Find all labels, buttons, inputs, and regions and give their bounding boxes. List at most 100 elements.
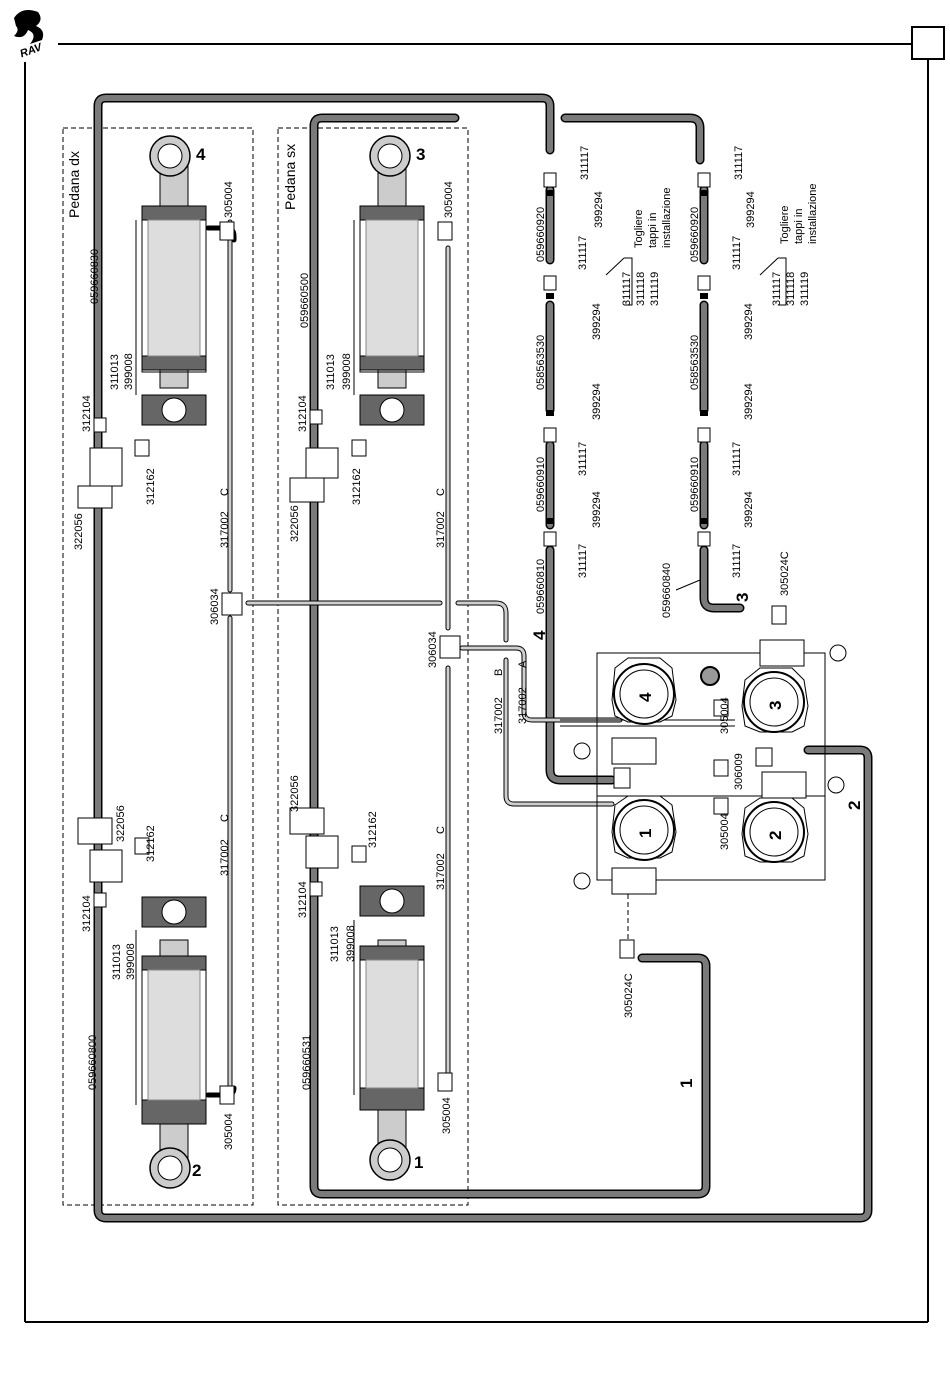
svg-text:311118: 311118 — [635, 272, 647, 306]
svg-text:312104: 312104 — [81, 395, 93, 432]
svg-text:311117: 311117 — [621, 272, 633, 306]
hose-2-number: 2 — [845, 801, 864, 810]
svg-text:399294: 399294 — [593, 191, 605, 228]
pump-4-number: 4 — [636, 692, 655, 702]
svg-text:312162: 312162 — [351, 468, 363, 505]
tube-317002-a — [460, 646, 622, 722]
svg-text:312104: 312104 — [297, 881, 309, 918]
svg-text:399008: 399008 — [341, 353, 353, 390]
plug-bracket-right — [778, 257, 787, 306]
svg-text:311118: 311118 — [785, 272, 797, 306]
svg-text:C: C — [219, 814, 231, 822]
svg-text:322056: 322056 — [289, 775, 301, 812]
svg-text:322056: 322056 — [73, 513, 85, 550]
svg-text:Togliere: Togliere — [633, 209, 645, 248]
inline-fittings — [543, 172, 711, 547]
cylinder-3 — [353, 135, 425, 426]
svg-text:059660920: 059660920 — [689, 207, 701, 262]
svg-text:059660840: 059660840 — [661, 563, 673, 618]
svg-text:305004: 305004 — [719, 697, 731, 734]
svg-text:059660500: 059660500 — [299, 273, 311, 328]
svg-text:059660810: 059660810 — [535, 559, 547, 614]
cylinder-1 — [353, 885, 425, 1181]
svg-text:306034: 306034 — [209, 588, 221, 625]
svg-text:installazione: installazione — [807, 183, 819, 244]
valve-322056-b — [305, 447, 339, 479]
svg-text:305004: 305004 — [223, 181, 235, 218]
svg-text:399294: 399294 — [743, 383, 755, 420]
svg-text:311117: 311117 — [577, 442, 589, 476]
svg-text:059660910: 059660910 — [535, 457, 547, 512]
svg-text:311117: 311117 — [731, 442, 743, 476]
hose-3-inner — [701, 547, 743, 611]
svg-text:305024C: 305024C — [779, 551, 791, 596]
hose-3-top-inner — [562, 115, 703, 163]
svg-text:399294: 399294 — [743, 491, 755, 528]
svg-text:installazione: installazione — [661, 187, 673, 248]
pump-4 — [611, 657, 677, 725]
svg-text:311013: 311013 — [109, 354, 121, 390]
panel-left-platform-title: Pedana sx — [282, 144, 298, 210]
valve-block-top — [759, 639, 805, 667]
page-number-box — [911, 26, 945, 60]
svg-text:305004: 305004 — [719, 813, 731, 850]
hose-2-outer — [93, 93, 873, 1223]
svg-text:399294: 399294 — [591, 383, 603, 420]
svg-text:322056: 322056 — [289, 505, 301, 542]
svg-text:059660800: 059660800 — [87, 1035, 99, 1090]
pump-2 — [741, 797, 809, 863]
valve-322056-a — [89, 447, 123, 487]
cylinder-1-number: 1 — [414, 1153, 423, 1172]
svg-text:399294: 399294 — [591, 491, 603, 528]
svg-text:311013: 311013 — [111, 944, 123, 980]
tube-to-pump-4 — [456, 601, 508, 642]
hose-1-inner — [311, 115, 709, 1197]
svg-text:Togliere: Togliere — [779, 205, 791, 244]
pump-1-number: 1 — [636, 829, 655, 838]
svg-text:311117: 311117 — [577, 236, 589, 270]
svg-text:059660910: 059660910 — [689, 457, 701, 512]
svg-text:305024C: 305024C — [623, 973, 635, 1018]
svg-text:311117: 311117 — [579, 146, 591, 180]
svg-text:312162: 312162 — [367, 811, 379, 848]
svg-text:312104: 312104 — [81, 895, 93, 932]
pump-2-number: 2 — [766, 831, 785, 840]
svg-text:317002: 317002 — [219, 839, 231, 876]
svg-text:312162: 312162 — [145, 468, 157, 505]
svg-text:C: C — [219, 488, 231, 496]
svg-text:B: B — [493, 669, 505, 676]
svg-text:311117: 311117 — [731, 544, 743, 578]
svg-text:399008: 399008 — [345, 925, 357, 962]
elbow-fittings — [205, 221, 461, 1105]
pressure-gauge — [700, 666, 720, 686]
svg-text:311117: 311117 — [733, 146, 745, 180]
panel-right-platform-title: Pedana dx — [66, 151, 82, 218]
pump-1 — [611, 795, 677, 861]
cylinder-3-number: 3 — [416, 145, 425, 164]
svg-text:317002: 317002 — [435, 853, 447, 890]
hose-3-number: 3 — [733, 593, 752, 602]
tube-317002-b — [504, 658, 614, 806]
valve-block-mid — [761, 771, 807, 799]
hose-group — [93, 93, 873, 1223]
svg-text:312104: 312104 — [297, 395, 309, 432]
cylinder-2-number: 2 — [192, 1161, 201, 1180]
svg-text:399008: 399008 — [123, 353, 135, 390]
svg-text:317002: 317002 — [435, 511, 447, 548]
cylinder-4-number: 4 — [196, 145, 206, 164]
svg-text:305004: 305004 — [223, 1113, 235, 1150]
svg-text:311119: 311119 — [649, 272, 661, 306]
svg-text:059660830: 059660830 — [89, 249, 101, 304]
svg-text:059660531: 059660531 — [301, 1035, 313, 1090]
plug-bracket-left — [624, 257, 633, 306]
svg-text:059660920: 059660920 — [535, 207, 547, 262]
pump-3-number: 3 — [766, 701, 785, 710]
svg-text:305004: 305004 — [443, 181, 455, 218]
pump-unit — [560, 605, 847, 959]
svg-text:311117: 311117 — [577, 544, 589, 578]
svg-text:311013: 311013 — [329, 926, 341, 962]
svg-text:311013: 311013 — [325, 354, 337, 390]
svg-text:311119: 311119 — [799, 272, 811, 306]
